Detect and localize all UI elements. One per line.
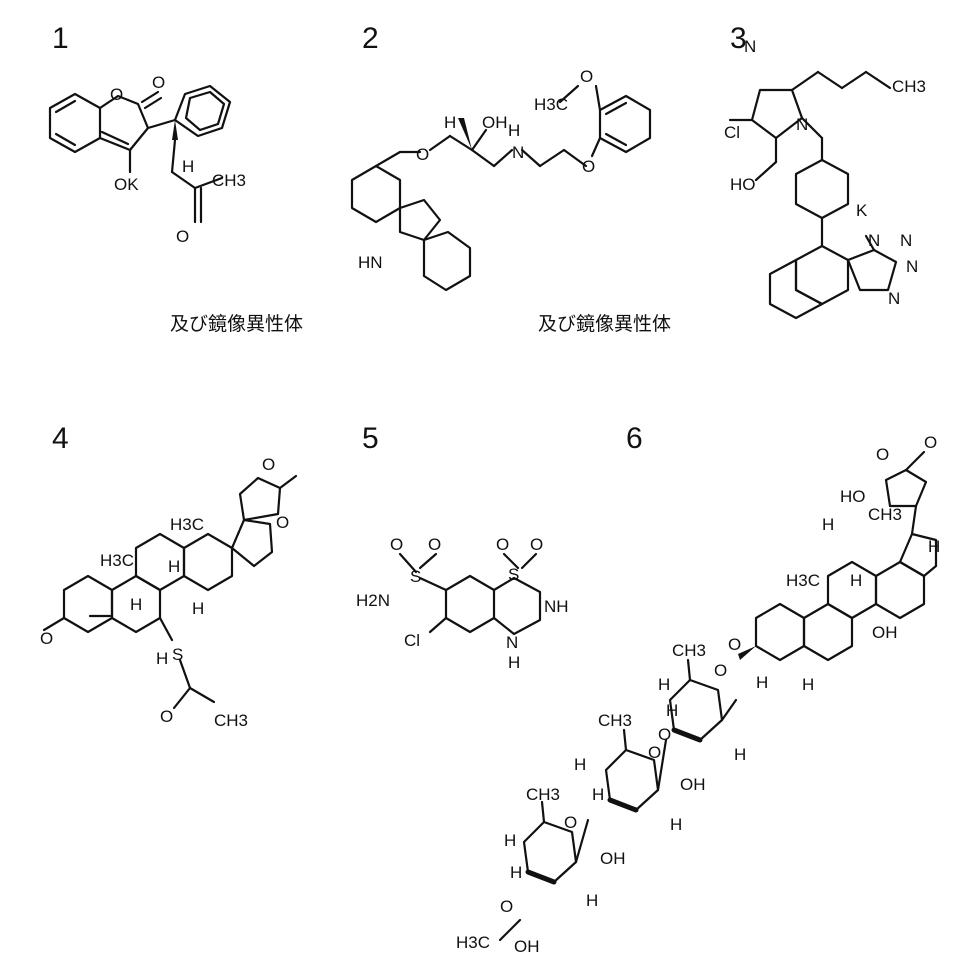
c6-atom-2: HO — [840, 487, 866, 506]
c1-atom-4: CH3 — [212, 171, 246, 190]
c6-atom-31: O — [500, 897, 513, 916]
c6-atom-15: O — [714, 661, 727, 680]
c5-atom-1: O — [428, 535, 441, 554]
compound-5-number: 5 — [362, 422, 379, 455]
c6-atom-12: CH3 — [672, 641, 706, 660]
c2-atom-3: H — [508, 121, 520, 140]
c4-atom-8: H — [156, 649, 168, 668]
c1-atom-2: OK — [114, 175, 139, 194]
c2-atom-8: HN — [358, 253, 383, 272]
c3-atom-7: N — [900, 231, 912, 250]
c6-atom-28: O — [564, 813, 577, 832]
c6-atom-0: O — [924, 433, 937, 452]
c4-atom-2: H3C — [170, 515, 204, 534]
c6-atom-11: H — [802, 675, 814, 694]
c5-atom-4: S — [410, 567, 421, 586]
c1-atom-5: O — [176, 227, 189, 246]
c3-atom-2: Cl — [724, 123, 740, 142]
compound-3: 3 N CH3 Cl N HO K N N N N — [724, 22, 926, 320]
compound-1-caption: 及び鏡像異性体 — [170, 313, 303, 335]
c6-atom-9: O — [728, 635, 741, 654]
compound-5: 5 O O O O S S H2N NH Cl N H — [356, 422, 569, 672]
c6-atom-25: CH3 — [526, 785, 560, 804]
c6-atom-18: OH — [680, 775, 706, 794]
c3-atom-3: N — [796, 115, 808, 134]
c3-atom-5: K — [856, 201, 868, 220]
c4-atom-5: H — [130, 595, 142, 614]
c6-atom-10: H — [756, 673, 768, 692]
c4-atom-11: CH3 — [214, 711, 248, 730]
c3-atom-8: N — [906, 257, 918, 276]
c6-atom-16: O — [658, 725, 671, 744]
c5-atom-6: H2N — [356, 591, 390, 610]
c4-atom-0: O — [262, 455, 275, 474]
c2-atom-1: OH — [482, 113, 508, 132]
c6-atom-17: H — [734, 745, 746, 764]
c3-atom-1: CH3 — [892, 77, 926, 96]
c6-atom-1: O — [876, 445, 889, 464]
c5-atom-5: S — [508, 565, 519, 584]
c3-atom-6: N — [868, 231, 880, 250]
compound-2-caption: 及び鏡像異性体 — [538, 313, 671, 335]
c2-atom-5: H3C — [534, 95, 568, 114]
c6-atom-26: H — [504, 831, 516, 850]
compound-6: 6 O O HO H CH3 H H3C H OH O — [456, 422, 940, 956]
c6-atom-14: H — [666, 701, 678, 720]
c6-atom-32: OH — [514, 937, 540, 956]
c4-atom-7: O — [40, 629, 53, 648]
compound-2-number: 2 — [362, 22, 379, 55]
c1-atom-0: O — [110, 85, 123, 104]
c6-atom-7: H — [850, 571, 862, 590]
c6-atom-19: CH3 — [598, 711, 632, 730]
c4-atom-10: O — [160, 707, 173, 726]
c6-atom-20: H — [574, 755, 586, 774]
c1-atom-3: H — [182, 157, 194, 176]
c5-atom-2: O — [496, 535, 509, 554]
compound-2: 2 H OH O H N H3C O O HN 及び鏡像異性体 — [350, 22, 671, 335]
c6-atom-27: H — [510, 863, 522, 882]
c1-benzene — [48, 92, 102, 154]
c3-atom-9: N — [888, 289, 900, 308]
c4-atom-3: H3C — [100, 551, 134, 570]
c5-atom-10: H — [508, 653, 520, 672]
c2-atom-4: N — [512, 143, 524, 162]
c1-atom-1: O — [152, 73, 165, 92]
compound-3-number: 3 — [730, 22, 747, 55]
compound-1-number: 1 — [52, 22, 69, 55]
c4-atom-4: H — [168, 557, 180, 576]
compound-1: 1 O O OK H CH3 O 及び鏡像異性体 — [48, 22, 303, 335]
c5-atom-0: O — [390, 535, 403, 554]
compound-6-number: 6 — [626, 422, 643, 455]
c6-atom-8: OH — [872, 623, 898, 642]
c6-atom-24: H — [670, 815, 682, 834]
c5-atom-8: Cl — [404, 631, 420, 650]
c3-atom-4: HO — [730, 175, 756, 194]
c6-atom-3: H — [822, 515, 834, 534]
c5-atom-9: N — [506, 633, 518, 652]
c3-atom-0: N — [744, 37, 756, 56]
c6-atom-21: H — [592, 785, 604, 804]
c5-atom-7: NH — [544, 597, 569, 616]
c6-atom-23: OH — [600, 849, 626, 868]
c5-atom-3: O — [530, 535, 543, 554]
c6-atom-6: H3C — [786, 571, 820, 590]
c2-atom-2: O — [416, 145, 429, 164]
c6-atom-30: H3C — [456, 933, 490, 952]
c6-atom-4: CH3 — [868, 505, 902, 524]
compound-4-number: 4 — [52, 422, 69, 455]
c6-atom-29: H — [586, 891, 598, 910]
c4-atom-9: S — [172, 645, 183, 664]
c6-atom-22: O — [648, 743, 661, 762]
compound-4: 4 O O H3C H3C H H H O H S O CH3 — [40, 422, 298, 730]
c2-atom-0: H — [444, 113, 456, 132]
c4-atom-6: H — [192, 599, 204, 618]
c2-atom-7: O — [582, 157, 595, 176]
c2-atom-6: O — [580, 67, 593, 86]
c4-atom-1: O — [276, 513, 289, 532]
c6-atom-5: H — [928, 537, 940, 556]
c6-atom-13: H — [658, 675, 670, 694]
